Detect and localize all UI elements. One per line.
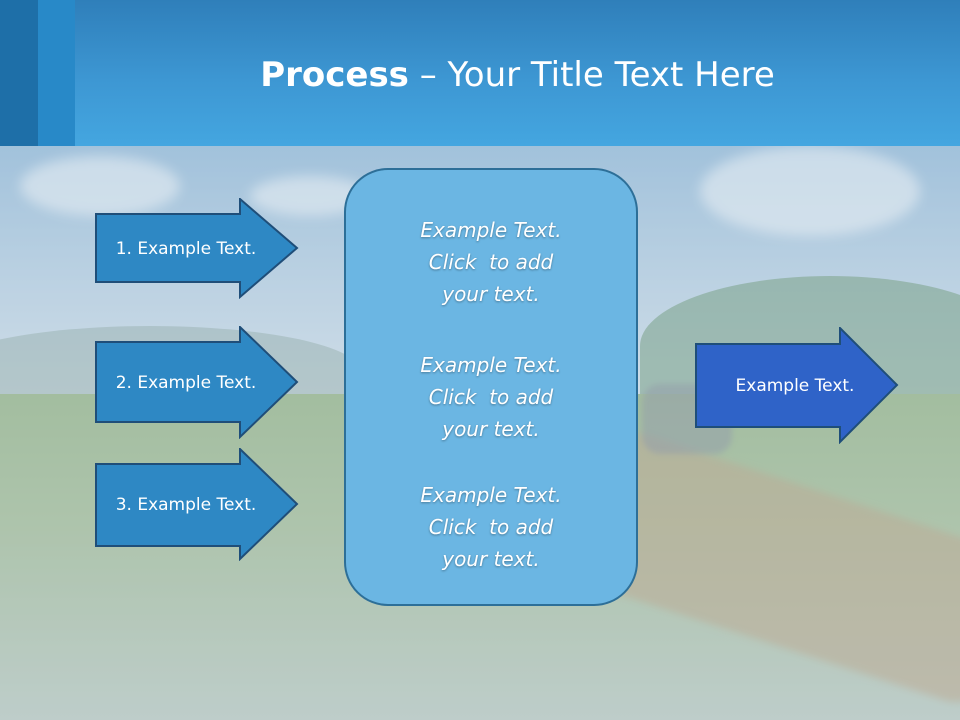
block-1-line-3: your text. xyxy=(442,282,540,306)
header-band: Process – Your Title Text Here xyxy=(0,0,960,146)
arrow-step-1[interactable]: 1. Example Text. xyxy=(95,198,299,299)
block-2-line-1: Example Text. xyxy=(420,353,562,377)
arrow-step-2[interactable]: 2. Example Text. xyxy=(95,326,299,439)
arrow-result-label: Example Text. xyxy=(735,375,855,396)
block-1-line-2: Click to add xyxy=(428,250,554,274)
block-3-line-2: Click to add xyxy=(428,515,554,539)
block-1-line-1: Example Text. xyxy=(420,218,562,242)
center-text-box[interactable]: Example Text. Click to add your text. Ex… xyxy=(344,168,638,606)
block-2-line-3: your text. xyxy=(442,417,540,441)
block-3-line-3: your text. xyxy=(442,547,540,571)
title-rest: – Your Title Text Here xyxy=(408,55,775,95)
center-text-block-3: Example Text. Click to add your text. xyxy=(346,479,636,575)
center-text-block-2: Example Text. Click to add your text. xyxy=(346,349,636,445)
arrow-result[interactable]: Example Text. xyxy=(695,327,899,444)
title-bold: Process xyxy=(260,55,409,95)
arrow-step-2-label: 2. Example Text. xyxy=(115,372,257,393)
block-2-line-2: Click to add xyxy=(428,385,554,409)
slide-title[interactable]: Process – Your Title Text Here xyxy=(75,50,960,100)
center-text-block-1: Example Text. Click to add your text. xyxy=(346,214,636,310)
block-3-line-1: Example Text. xyxy=(420,483,562,507)
arrow-step-1-label: 1. Example Text. xyxy=(115,238,257,259)
arrow-step-3[interactable]: 3. Example Text. xyxy=(95,448,299,561)
arrow-step-3-label: 3. Example Text. xyxy=(115,494,257,515)
